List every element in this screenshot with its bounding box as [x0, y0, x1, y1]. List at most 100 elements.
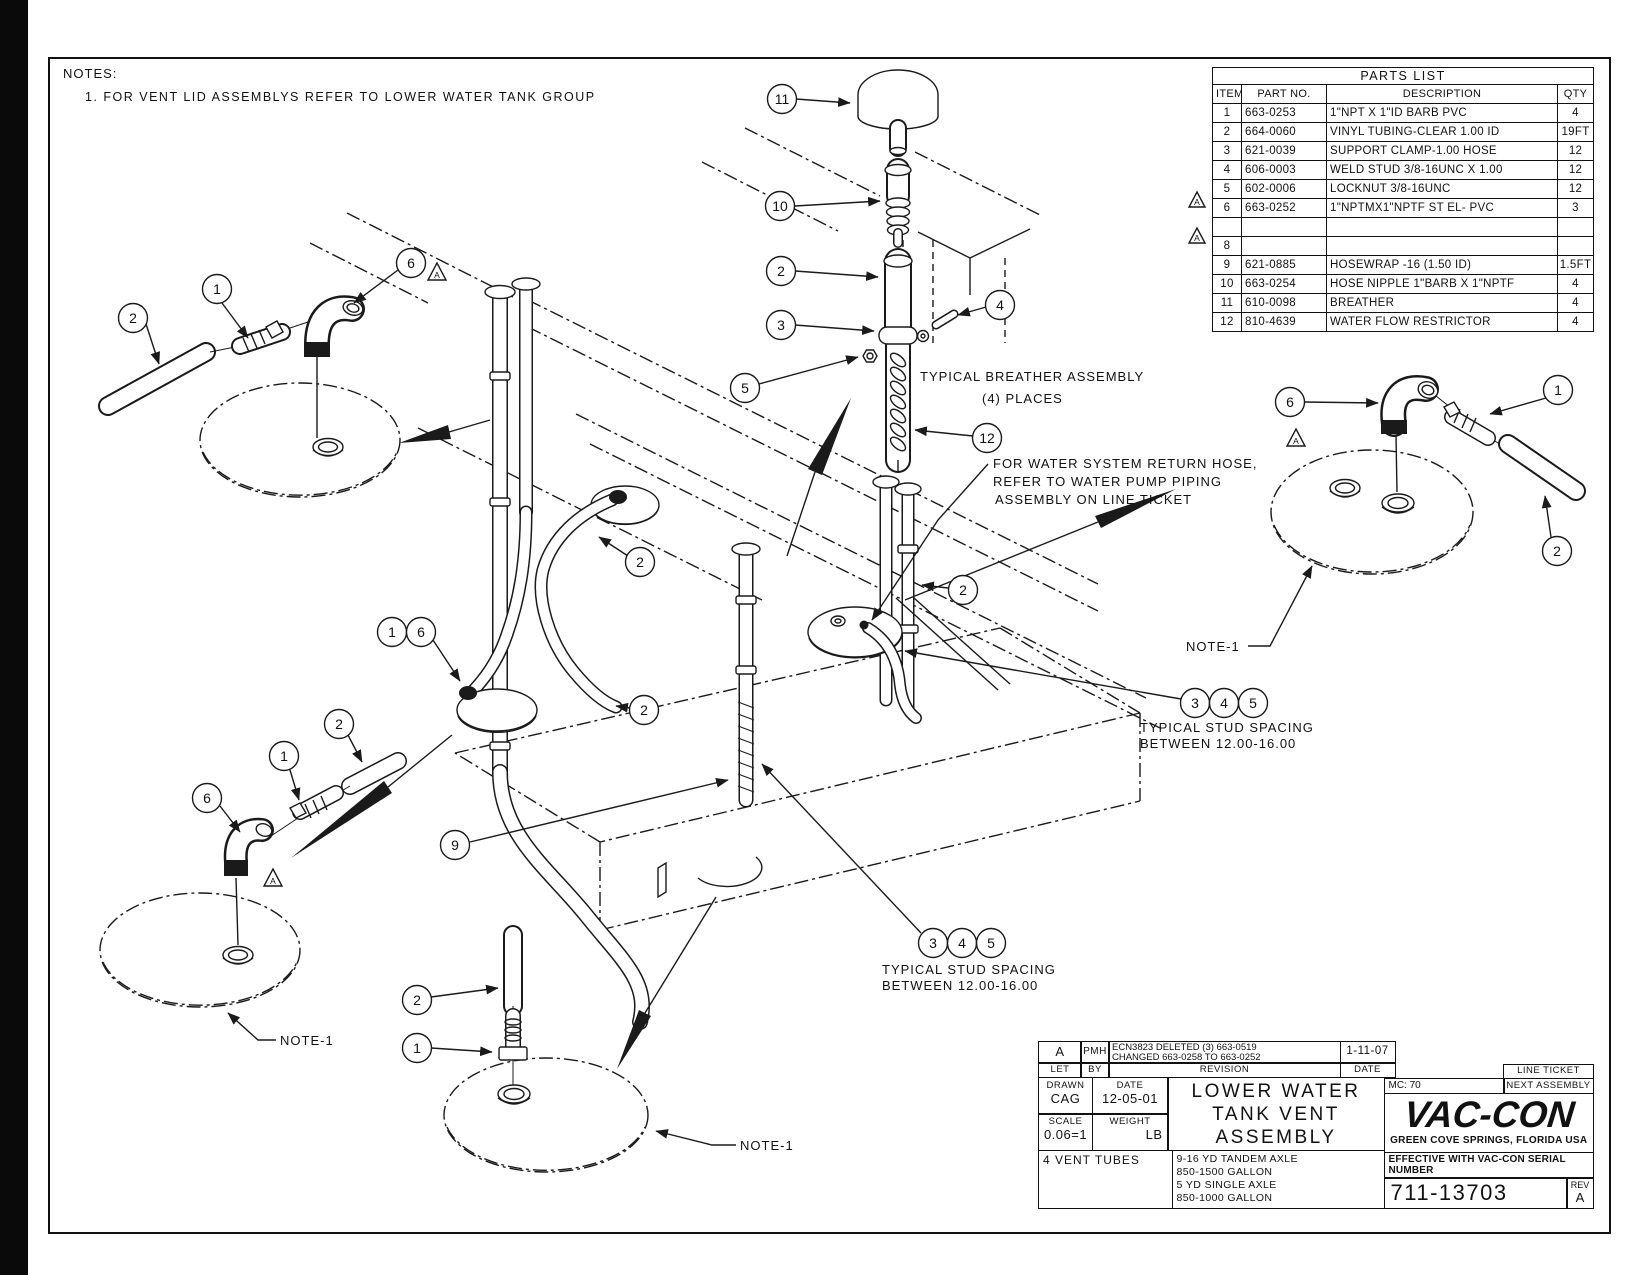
- svg-text:5: 5: [741, 380, 749, 396]
- vac-con-logo: VAC-CON: [1401, 1093, 1576, 1135]
- balloon-1-bottomleft: 1: [268, 740, 300, 772]
- balloon-2-hose: 2: [628, 694, 660, 726]
- effective-cell: EFFECTIVE WITH VAC-CON SERIAL NUMBER: [1383, 1151, 1594, 1179]
- slab-bracket: [657, 856, 763, 899]
- balloon-4-breather: 4: [984, 289, 1016, 321]
- svg-text:1: 1: [213, 281, 221, 297]
- balloon-2-right: 2: [1541, 535, 1573, 567]
- hdr-let: LET: [1038, 1063, 1082, 1078]
- rev-cell: REV A: [1566, 1177, 1594, 1209]
- svg-text:4: 4: [996, 297, 1004, 313]
- qty-note-cell: 4 VENT TUBES: [1038, 1149, 1173, 1209]
- svg-text:A: A: [434, 270, 440, 280]
- svg-text:A: A: [1194, 197, 1200, 207]
- balloon-11: 11: [766, 83, 798, 115]
- svg-text:9: 9: [451, 837, 459, 853]
- balloon-6-topleft: 6: [395, 247, 427, 279]
- revision-delta-flags: A A A A A: [262, 190, 1307, 887]
- date-cell: DATE 12-05-01: [1091, 1076, 1169, 1115]
- return-hose-lid: [807, 606, 922, 724]
- svg-text:6: 6: [1286, 394, 1294, 410]
- label-breather-2: (4) PLACES: [982, 391, 1063, 406]
- svg-text:6: 6: [417, 624, 425, 640]
- svg-text:3: 3: [1191, 695, 1199, 711]
- svg-text:2: 2: [129, 310, 137, 326]
- next-assembly-cell: NEXT ASSEMBLY: [1503, 1077, 1594, 1094]
- svg-text:3: 3: [929, 935, 937, 951]
- balloon-345-right: 3 4 5: [1179, 687, 1269, 719]
- svg-text:1: 1: [413, 1040, 421, 1056]
- balloon-6-pair: 6: [405, 616, 437, 648]
- parts-list-header: ITEM PART NO. DESCRIPTION QTY: [1212, 84, 1595, 104]
- svg-text:4: 4: [958, 935, 966, 951]
- balloon-12: 12: [971, 422, 1003, 454]
- svg-text:A: A: [1194, 233, 1200, 243]
- balloon-1-bottomcenter: 1: [401, 1032, 433, 1064]
- parts-row: 8: [1212, 236, 1595, 256]
- svg-text:2: 2: [959, 582, 967, 598]
- rev-let-cell: A: [1038, 1041, 1082, 1063]
- scale-cell: SCALE 0.06=1: [1038, 1113, 1093, 1151]
- balloon-2-bottomleft: 2: [323, 708, 355, 740]
- hdr-revision: REVISION: [1108, 1063, 1341, 1078]
- svg-text:2: 2: [636, 554, 644, 570]
- detail-bottom-center: [443, 925, 649, 1173]
- svg-text:1: 1: [1554, 382, 1562, 398]
- rev-by-cell: PMH: [1080, 1041, 1110, 1063]
- svg-text:5: 5: [1249, 695, 1257, 711]
- svg-text:12: 12: [979, 430, 995, 446]
- label-stud-spacing-bottom-2: BETWEEN 12.00-16.00: [882, 978, 1038, 993]
- breather-exploded-view: [857, 69, 959, 473]
- vent-lid-lower-left: [456, 686, 538, 733]
- weight-cell: WEIGHT LB: [1091, 1113, 1169, 1151]
- svg-text:1: 1: [280, 748, 288, 764]
- balloon-2-rightpost: 2: [947, 574, 979, 606]
- notes-heading: NOTES:: [63, 66, 118, 81]
- svg-text:6: 6: [203, 790, 211, 806]
- balloon-3-breather: 3: [765, 309, 797, 341]
- balloon-5-breather: 5: [729, 372, 761, 404]
- label-return-hose-1: FOR WATER SYSTEM RETURN HOSE,: [993, 456, 1257, 471]
- svg-text:2: 2: [777, 263, 785, 279]
- svg-text:2: 2: [413, 992, 421, 1008]
- balloon-1-pair: 1: [376, 616, 408, 648]
- models-cell: 9-16 YD TANDEM AXLE 850-1500 GALLON 5 YD…: [1171, 1149, 1385, 1209]
- svg-text:2: 2: [640, 702, 648, 718]
- mc-cell: MC: 70: [1383, 1077, 1505, 1094]
- svg-text:2: 2: [1553, 543, 1561, 559]
- drawing-title: LOWER WATER TANK VENT ASSEMBLY: [1167, 1076, 1385, 1151]
- balloon-1-topleft: 1: [201, 273, 233, 305]
- vent-lid-mid: [534, 485, 660, 714]
- parts-list-title: PARTS LIST: [1211, 67, 1595, 85]
- label-stud-spacing-right-2: BETWEEN 12.00-16.00: [1140, 736, 1296, 751]
- svg-text:4: 4: [1220, 695, 1228, 711]
- hdr-by: BY: [1080, 1063, 1110, 1078]
- svg-text:6: 6: [407, 255, 415, 271]
- balloon-1-right: 1: [1542, 374, 1574, 406]
- balloons: 11 10 2 3 4 5 12 2 1 6 6 1 2 2 1 6 1 2 2…: [117, 83, 1574, 1064]
- reference-arrows: [291, 398, 1176, 1069]
- drawn-cell: DRAWN CAG: [1038, 1076, 1093, 1115]
- rev-desc-cell: ECN3823 DELETED (3) 663-0519 CHANGED 663…: [1108, 1041, 1341, 1063]
- label-note1-bottomleft: NOTE-1: [280, 1033, 334, 1048]
- binding-edge-strip: [0, 0, 28, 1275]
- detail-bottom-left: [99, 752, 407, 1008]
- line-ticket-cell: LINE TICKET: [1503, 1064, 1594, 1079]
- balloon-2-bottomcenter: 2: [401, 984, 433, 1016]
- svg-text:5: 5: [987, 935, 995, 951]
- svg-text:A: A: [1293, 436, 1299, 446]
- balloon-leaders: [145, 97, 1552, 1146]
- notes-item-1: 1. FOR VENT LID ASSEMBLYS REFER TO LOWER…: [85, 90, 596, 104]
- svg-text:10: 10: [772, 198, 788, 214]
- parts-row: [1212, 217, 1595, 237]
- balloon-10: 10: [764, 190, 796, 222]
- center-vent-tube: [731, 542, 761, 808]
